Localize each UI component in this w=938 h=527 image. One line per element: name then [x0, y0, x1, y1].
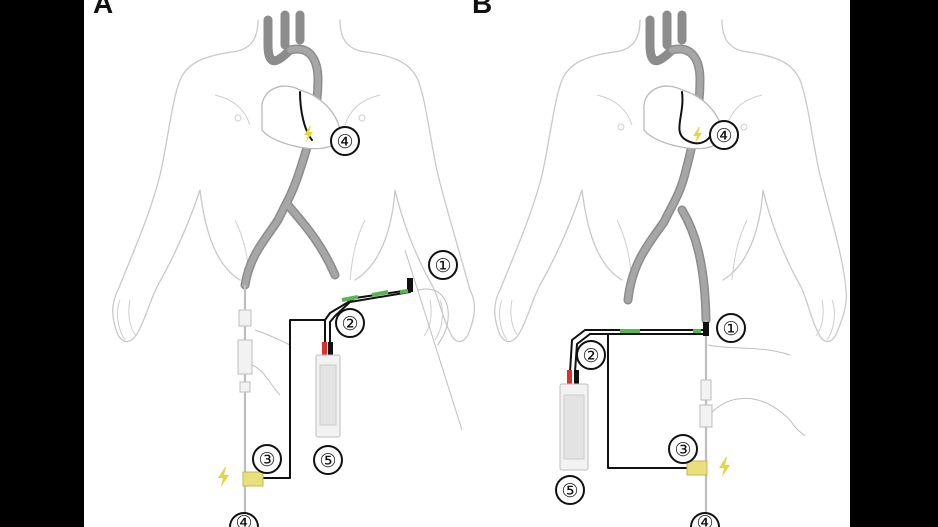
panel-a-lead-wires — [261, 289, 411, 479]
panel-b-aorta — [623, 10, 711, 325]
panel-a-marker-5: ⑤ — [313, 445, 343, 475]
panel-b-marker-3: ③ — [668, 434, 698, 464]
panel-b-pacing-box — [559, 383, 589, 471]
panel-a-label: A — [93, 0, 113, 19]
lightning-bolt-icon — [693, 127, 702, 143]
panel-a-marker-1: ① — [428, 250, 458, 280]
panel-b-marker-bottom: ④ — [690, 512, 720, 527]
panel-b-lead-wires — [567, 329, 704, 469]
panel-a-nipple-left — [234, 114, 242, 122]
panel-b-marker-1: ① — [716, 313, 746, 343]
panel-b-femoral-catheter — [699, 320, 806, 527]
svg-text:①: ① — [434, 255, 451, 277]
panel-a: A — [93, 0, 476, 527]
panel-a-marker-3: ③ — [252, 444, 282, 474]
svg-text:⑤: ⑤ — [319, 450, 336, 472]
svg-text:④: ④ — [715, 125, 732, 147]
panel-b: B — [472, 0, 848, 527]
panel-a-body-outline — [112, 19, 476, 343]
panel-b-label: B — [472, 0, 492, 19]
figure-panel-background — [84, 0, 850, 527]
panel-a-marker-4: ④ — [330, 126, 360, 156]
panel-a-femoral-catheter — [237, 285, 291, 527]
lightning-bolt-icon — [218, 467, 229, 487]
panel-b-marker-2: ② — [576, 340, 606, 370]
panel-a-nipple-right — [358, 114, 366, 122]
panel-a-marker-2: ② — [335, 308, 365, 338]
svg-text:④: ④ — [336, 131, 353, 153]
panel-b-nipple-right — [740, 123, 748, 131]
svg-text:②: ② — [341, 313, 358, 335]
lightning-bolt-icon — [719, 457, 730, 477]
svg-text:④: ④ — [696, 512, 713, 527]
svg-text:③: ③ — [258, 449, 275, 471]
svg-text:①: ① — [722, 318, 739, 340]
panel-b-marker-4: ④ — [709, 120, 739, 150]
svg-text:④: ④ — [235, 512, 252, 527]
panel-a-aorta — [240, 10, 340, 290]
panel-a-probe-connector — [242, 471, 264, 487]
svg-text:③: ③ — [674, 439, 691, 461]
lightning-bolt-icon — [304, 126, 313, 142]
panel-a-marker-bottom: ④ — [229, 512, 259, 527]
panel-a-pacing-box — [315, 354, 341, 438]
svg-text:②: ② — [582, 345, 599, 367]
panel-b-marker-5: ⑤ — [555, 475, 585, 505]
panel-b-probe-connector — [686, 460, 708, 476]
panel-a-radial-catheter — [404, 249, 463, 431]
panel-b-nipple-left — [617, 123, 625, 131]
svg-text:⑤: ⑤ — [561, 480, 578, 502]
